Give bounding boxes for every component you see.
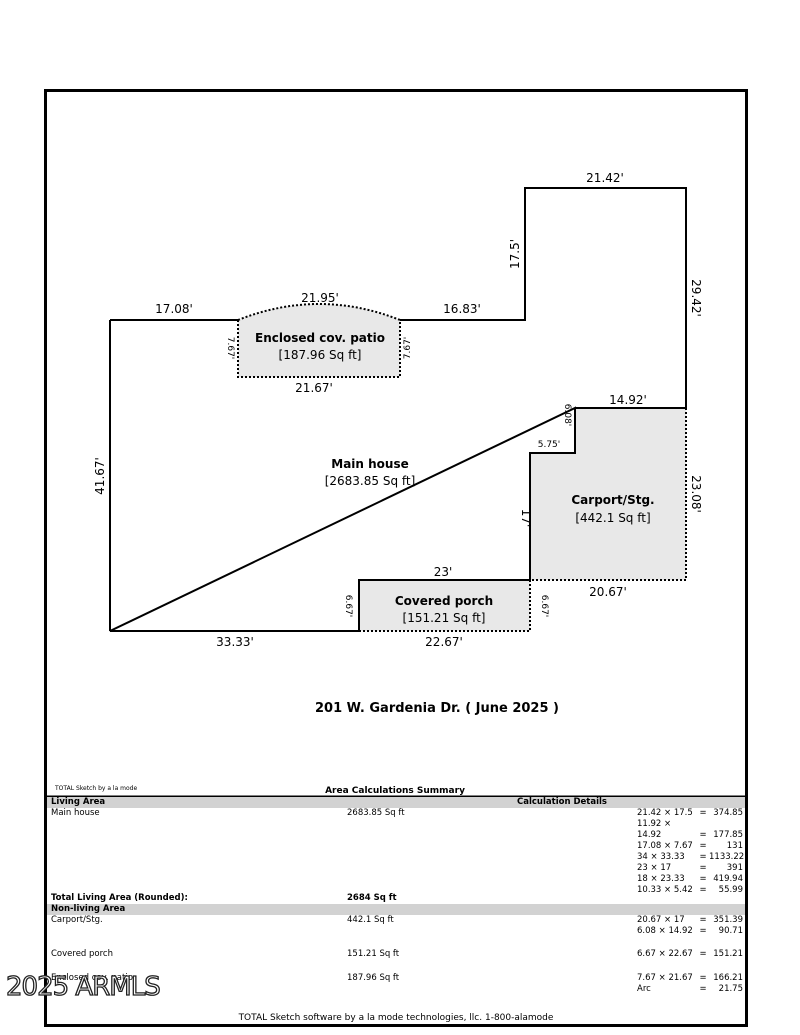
summary-title: Area Calculations Summary: [325, 786, 465, 796]
dim-inner-vert: 17': [519, 509, 533, 528]
nonliving-area-header: Non-living Area: [47, 904, 745, 915]
porch-fill: [359, 580, 530, 631]
dim-porch-bottom: 22.67': [425, 635, 463, 649]
carport-area: [442.1 Sq ft]: [575, 511, 650, 525]
calc-line: 20.67 × 17=351.39: [637, 915, 743, 925]
calc-details-label: Calculation Details: [517, 797, 607, 807]
patio-fill: [238, 320, 400, 377]
area-calculation-table: Living Area Calculation Details Main hou…: [47, 797, 745, 1023]
living-area-label: Living Area: [51, 797, 106, 807]
patio-calcs: 7.67 × 21.67=166.21 Arc=21.75: [637, 973, 743, 995]
calc-line: 6.08 × 14.92=90.71: [637, 926, 743, 936]
calc-line: 10.33 × 5.42=55.99: [637, 885, 743, 895]
main-house-name: Main house: [331, 457, 408, 471]
dim-porch-right: 6.67': [539, 595, 549, 618]
carport-row-area: 442.1 Sq ft: [347, 915, 394, 925]
sketch-credit: TOTAL Sketch by a la mode: [54, 785, 137, 792]
porch-row-area: 151.21 Sq ft: [347, 949, 400, 959]
dim-step-horiz: 5.75': [538, 440, 561, 450]
table-row: Carport/Stg. 442.1 Sq ft 20.67 × 17=351.…: [47, 915, 745, 949]
calc-line: 18 × 23.33=419.94: [637, 874, 743, 884]
calc-line: 21.42 × 17.5=374.85: [637, 808, 743, 818]
dim-carport-right: 23.08': [689, 475, 703, 513]
address-caption: 201 W. Gardenia Dr. ( June 2025 ): [315, 701, 559, 716]
total-living-row: Total Living Area (Rounded): 2684 Sq ft: [47, 893, 745, 904]
dim-right-upper: 29.42': [689, 279, 703, 317]
total-living-label: Total Living Area (Rounded):: [51, 893, 188, 903]
dim-carport-bottom: 20.67': [589, 585, 627, 599]
calc-line: 6.67 × 22.67=151.21: [637, 949, 743, 959]
calc-line: 11.92 × 14.92=177.85: [637, 819, 743, 840]
main-house-calcs: 21.42 × 17.5=374.85 11.92 × 14.92=177.85…: [637, 808, 745, 896]
dim-notch-vert: 17.5': [508, 239, 522, 269]
calc-line: 7.67 × 21.67=166.21: [637, 973, 743, 983]
dim-patio-left: 7.67': [225, 337, 235, 360]
calc-line: 34 × 33.33=1133.22: [637, 852, 745, 862]
main-house-area: [2683.85 Sq ft]: [325, 474, 416, 488]
main-house-row-label: Main house: [51, 808, 100, 818]
main-house-row-area: 2683.85 Sq ft: [347, 808, 405, 818]
dim-mid-top: 16.83': [443, 302, 481, 316]
patio-row-label: Enclosed cov. patio: [51, 973, 133, 983]
patio-area: [187.96 Sq ft]: [279, 348, 362, 362]
dim-porch-left: 6.67': [343, 595, 353, 618]
dim-left-top: 17.08': [155, 302, 193, 316]
dim-step-vert: 6.08': [562, 404, 572, 427]
total-living-value: 2684 Sq ft: [347, 893, 397, 903]
porch-name: Covered porch: [395, 594, 493, 608]
table-row: Main house 2683.85 Sq ft 21.42 × 17.5=37…: [47, 808, 745, 895]
carport-name: Carport/Stg.: [571, 493, 654, 507]
table-row: Covered porch 151.21 Sq ft 6.67 × 22.67=…: [47, 949, 745, 973]
calc-line: 23 × 17=391: [637, 863, 743, 873]
porch-outline: [359, 580, 531, 632]
dim-left: 41.67': [93, 457, 107, 495]
dim-carport-top: 14.92': [609, 393, 647, 407]
patio-arc-fill: [238, 304, 400, 320]
patio-name: Enclosed cov. patio: [255, 331, 385, 345]
table-row: Enclosed cov. patio 187.96 Sq ft 7.67 × …: [47, 973, 745, 995]
sketch-frame: [44, 89, 748, 1027]
floor-plan: 21.42' 29.42' 17.5' 17.08' 21.95' 16.83'…: [44, 171, 748, 799]
porch-calcs: 6.67 × 22.67=151.21: [637, 949, 743, 960]
dim-patio-right: 7.67': [403, 337, 413, 360]
carport-outline: [530, 408, 687, 581]
mls-watermark: 2025 ARMLS: [5, 971, 161, 1002]
software-footer: TOTAL Sketch software by a la mode techn…: [238, 1013, 554, 1023]
calc-line: 17.08 × 7.67=131: [637, 841, 743, 851]
carport-calcs: 20.67 × 17=351.39 6.08 × 14.92=90.71: [637, 915, 743, 937]
patio-outline: [237, 320, 401, 378]
patio-row-area: 187.96 Sq ft: [347, 973, 400, 983]
nonliving-area-label: Non-living Area: [51, 904, 126, 914]
dim-top-right: 21.42': [586, 171, 624, 185]
patio-arc: [237, 303, 401, 321]
carport-fill: [530, 408, 686, 580]
calc-line: Arc=21.75: [637, 984, 743, 994]
dim-porch-top: 23': [434, 565, 453, 579]
porch-row-label: Covered porch: [51, 949, 113, 959]
porch-area: [151.21 Sq ft]: [403, 611, 486, 625]
dim-patio-bottom: 21.67': [295, 381, 333, 395]
carport-row-label: Carport/Stg.: [51, 915, 103, 925]
living-area-header: Living Area Calculation Details: [47, 797, 745, 808]
dim-bottom-left: 33.33': [216, 635, 254, 649]
dim-arc: 21.95': [301, 291, 339, 305]
